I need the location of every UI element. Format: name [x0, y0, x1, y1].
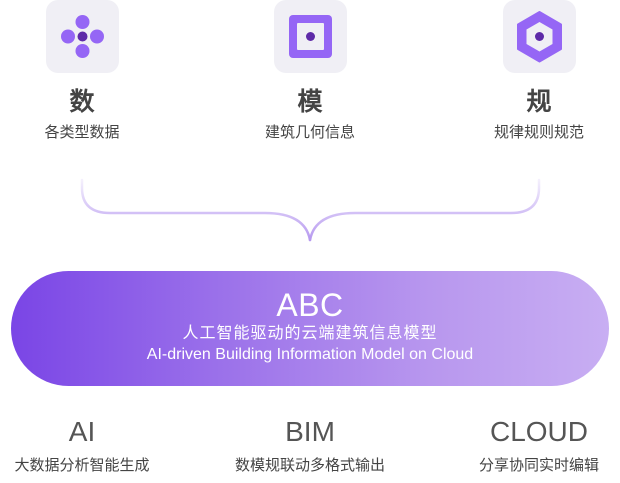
rules-icon-tile [502, 0, 576, 73]
core-title: ABC [276, 287, 344, 323]
feature-name: AI [68, 416, 96, 447]
feature-desc: 数模规联动多格式输出 [234, 457, 385, 474]
pillar-char: 数 [69, 88, 95, 116]
model-icon-tile [273, 0, 347, 73]
brace-connector [80, 178, 541, 242]
pillar-subtitle: 各类型数据 [44, 124, 120, 141]
feature-desc: 分享协同实时编辑 [478, 457, 599, 474]
core-subtitle-en: AI-driven Building Information Model on … [146, 346, 474, 363]
feature-ai: AI 大数据分析智能生成 [0, 415, 182, 476]
dots-cross-icon [60, 15, 104, 58]
pillar-char: 规 [526, 88, 552, 116]
square-dot-icon [288, 15, 332, 58]
core-subtitle-zh: 人工智能驱动的云端建筑信息模型 [182, 325, 438, 342]
hexagon-dot-icon [516, 11, 562, 63]
pillar-rules: 规 规律规则规范 [459, 0, 619, 143]
feature-desc: 大数据分析智能生成 [14, 457, 150, 474]
feature-name: CLOUD [489, 416, 588, 447]
feature-bim: BIM 数模规联动多格式输出 [210, 415, 410, 476]
pillar-data: 数 各类型数据 [2, 0, 162, 143]
pillar-model: 模 建筑几何信息 [230, 0, 390, 143]
pillar-subtitle: 建筑几何信息 [264, 124, 355, 141]
data-icon-tile [45, 0, 119, 73]
core-banner: ABC 人工智能驱动的云端建筑信息模型 AI-driven Building I… [11, 271, 609, 386]
pillar-char: 模 [297, 88, 323, 116]
feature-cloud: CLOUD 分享协同实时编辑 [439, 415, 620, 476]
pillar-subtitle: 规律规则规范 [493, 124, 584, 141]
feature-name: BIM [285, 416, 335, 447]
